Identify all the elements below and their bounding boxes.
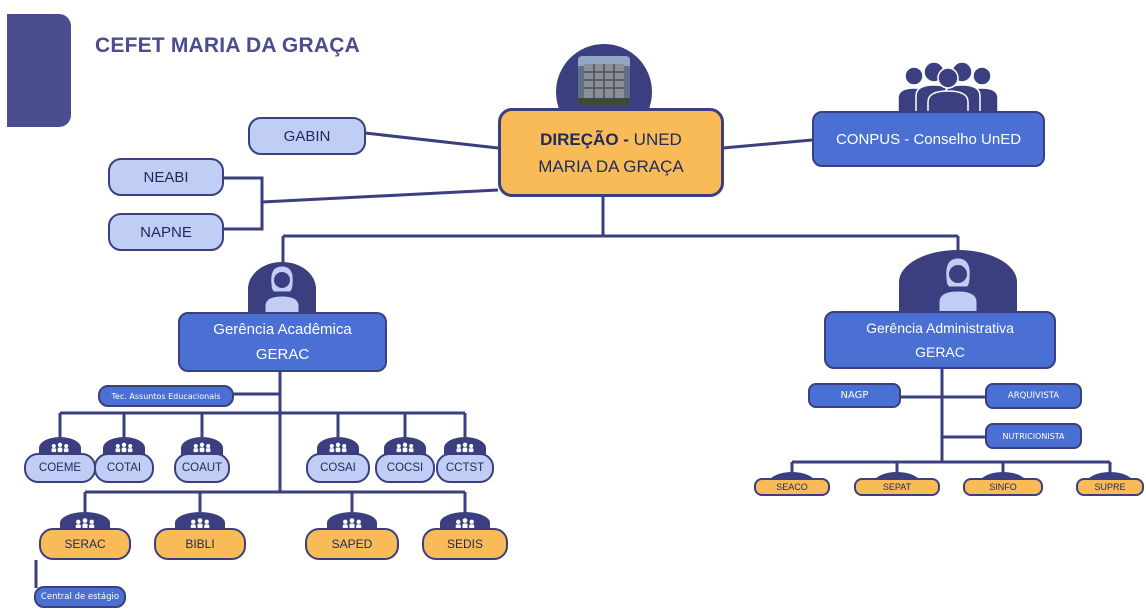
admin-service-sinfo[interactable]: SINFO	[963, 478, 1043, 496]
academic-service-label: SERAC	[64, 537, 106, 551]
central-estagio-label: Central de estágio	[40, 592, 120, 602]
gabin-label: GABIN	[283, 127, 331, 145]
admin-service-seaco[interactable]: SEACO	[754, 478, 830, 496]
academic-unit-cocsi[interactable]: COCSI	[375, 453, 435, 483]
team-icon	[109, 439, 139, 456]
person-icon	[937, 254, 979, 314]
team-icon	[184, 514, 216, 533]
gerencia-academica-line2: GERAC	[255, 346, 310, 363]
gerencia-administrativa-line2: GERAC	[915, 344, 965, 360]
academic-unit-coaut[interactable]: COAUT	[174, 453, 230, 483]
nagp-box[interactable]: NAGP	[808, 383, 901, 408]
arquivista-box[interactable]: ARQUIVISTA	[985, 383, 1082, 409]
academic-service-saped[interactable]: SAPED	[305, 528, 399, 560]
admin-service-supre[interactable]: SUPRE	[1076, 478, 1144, 496]
team-icon	[323, 439, 353, 456]
arquivista-label: ARQUIVISTA	[1007, 391, 1060, 401]
nagp-label: NAGP	[840, 390, 869, 401]
academic-unit-label: CCTST	[445, 462, 485, 474]
direcao-rest: UNED	[628, 129, 682, 149]
decorative-tab	[7, 14, 71, 127]
gerencia-administrativa-box[interactable]: Gerência Administrativa GERAC	[824, 311, 1056, 369]
central-estagio-box[interactable]: Central de estágio	[34, 586, 126, 608]
conpus-label: CONPUS - Conselho UnED	[835, 130, 1022, 148]
academic-service-sedis[interactable]: SEDIS	[422, 528, 508, 560]
gerencia-administrativa-line1: Gerência Administrativa	[866, 320, 1014, 336]
academic-service-serac[interactable]: SERAC	[39, 528, 131, 560]
academic-service-label: SEDIS	[446, 537, 483, 551]
team-icon	[69, 514, 101, 533]
academic-unit-label: COEME	[38, 462, 82, 474]
academic-unit-label: COAUT	[181, 462, 223, 474]
gerencia-academica-line1: Gerência Acadêmica	[213, 321, 352, 338]
admin-service-label: SUPRE	[1094, 482, 1126, 492]
admin-service-label: SEPAT	[882, 482, 912, 492]
academic-unit-label: COTAI	[106, 462, 142, 474]
neabi-box[interactable]: NEABI	[108, 158, 224, 196]
admin-service-label: SEACO	[776, 482, 808, 492]
academic-unit-coeme[interactable]: COEME	[24, 453, 96, 483]
gabin-box[interactable]: GABIN	[248, 117, 366, 155]
person-icon	[263, 262, 301, 316]
nutricionista-label: NUTRICIONISTA	[1002, 431, 1065, 441]
admin-service-sepat[interactable]: SEPAT	[854, 478, 940, 496]
team-icon	[336, 514, 368, 533]
academic-unit-cotai[interactable]: COTAI	[94, 453, 154, 483]
page-title: CEFET MARIA DA GRAÇA	[95, 34, 360, 57]
academic-service-bibli[interactable]: BIBLI	[154, 528, 246, 560]
admin-service-label: SINFO	[989, 482, 1017, 492]
direcao-line2: MARIA DA GRAÇA	[538, 156, 684, 176]
building-photo	[578, 56, 630, 106]
napne-label: NAPNE	[140, 223, 192, 241]
team-icon	[390, 439, 420, 456]
academic-unit-label: COSAI	[320, 462, 356, 474]
team-icon	[45, 439, 75, 456]
direcao-box[interactable]: DIREÇÃO - UNED MARIA DA GRAÇA	[498, 108, 724, 197]
academic-unit-label: COCSI	[386, 462, 424, 474]
tec-assuntos-label: Tec. Assuntos Educacionais	[111, 391, 221, 401]
neabi-label: NEABI	[143, 168, 189, 186]
conpus-box[interactable]: CONPUS - Conselho UnED	[812, 111, 1045, 167]
academic-unit-cctst[interactable]: CCTST	[436, 453, 494, 483]
academic-service-label: SAPED	[331, 537, 373, 551]
team-icon	[450, 439, 480, 456]
direcao-bold: DIREÇÃO -	[540, 129, 629, 149]
team-icon	[449, 514, 481, 533]
team-icon	[187, 439, 217, 456]
tec-assuntos-box[interactable]: Tec. Assuntos Educacionais	[98, 385, 234, 407]
napne-box[interactable]: NAPNE	[108, 213, 224, 251]
nutricionista-box[interactable]: NUTRICIONISTA	[985, 423, 1082, 449]
gerencia-academica-box[interactable]: Gerência Acadêmica GERAC	[178, 312, 387, 372]
academic-service-label: BIBLI	[185, 537, 215, 551]
team-icon	[896, 60, 1000, 116]
academic-unit-cosai[interactable]: COSAI	[306, 453, 370, 483]
